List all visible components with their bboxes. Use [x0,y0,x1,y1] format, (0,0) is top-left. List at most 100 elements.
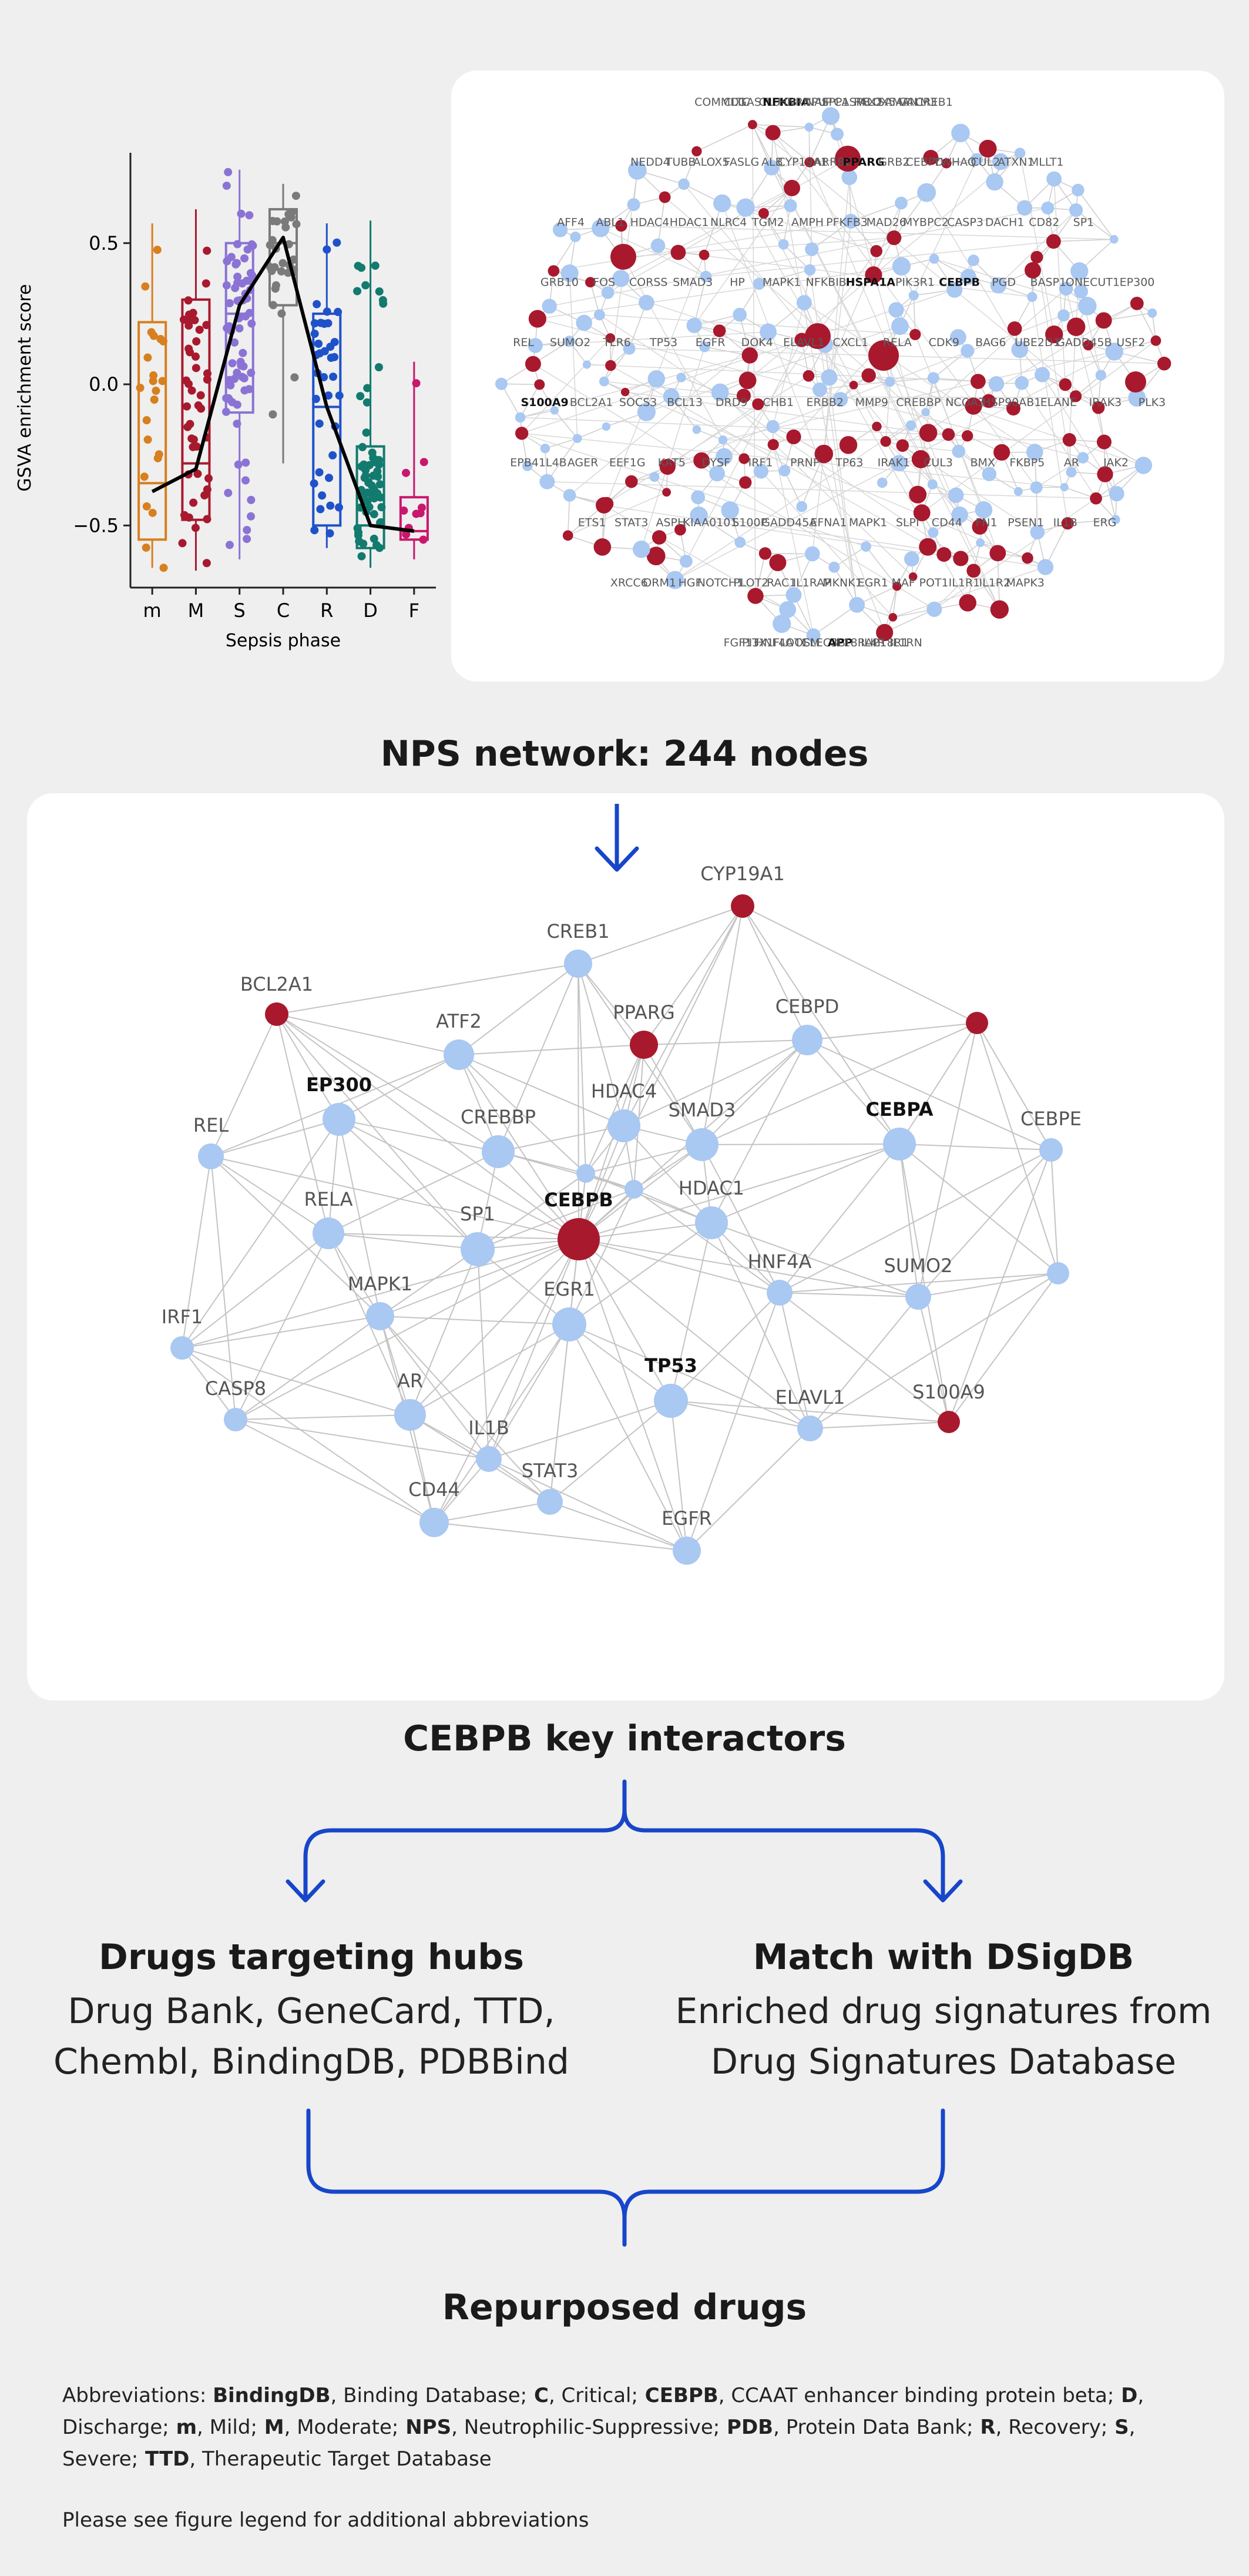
nps-node-label: USF2 [1116,336,1145,349]
nps-edge [1036,487,1038,532]
interactor-edge [477,1173,586,1250]
abbreviation-definition: , Severe; [62,2416,1136,2471]
interactor-edge [276,963,579,1015]
nps-node [1096,434,1112,450]
nps-edge [696,124,753,152]
nps-node [1061,517,1074,530]
nps-node [699,341,710,353]
interactor-edge [1050,1149,1059,1274]
boxplot-point [150,395,159,404]
interactor-node-creb1 [564,950,592,978]
interactor-edge [779,1273,1059,1293]
abbreviation-term: TTD [138,2447,190,2471]
nps-edge [547,481,1096,499]
nps-edge [629,302,647,349]
interactor-node-cebpe [1039,1138,1063,1162]
interactor-node-crebbp [482,1135,515,1168]
nps-node-label: XRCC6 [610,576,648,589]
nps-node [948,487,964,504]
dsigdb-line-2: Drug Signatures Database [710,2041,1177,2082]
nps-node [713,324,726,337]
nps-node [892,257,911,276]
nps-node-label: HDAC1 [670,216,709,229]
boxplot-point [370,510,378,519]
nps-node-label: DRD9 [716,396,748,409]
interactor-edge [578,963,579,1240]
boxplot-point [328,451,337,459]
nps-node-label: TLR6 [602,336,630,349]
boxplot-point [361,281,370,290]
nps-node [570,232,581,243]
nps-node-label: SOCS3 [619,396,657,409]
nps-edge [590,282,600,316]
nps-node [1125,371,1146,393]
interactor-node-hnf4a [767,1280,793,1306]
nps-node-label: CLEC3B [802,636,845,649]
interactor-node-rel [198,1143,224,1169]
nps-node [525,355,541,372]
nps-node-label: NFKBIA [763,96,810,109]
boxplot-point [310,329,319,338]
nps-node-label: AGER [568,456,599,469]
boxplot-point [290,373,299,382]
boxplot-point [278,259,287,267]
dsigdb-description: Enriched drug signatures from Drug Signa… [662,1986,1226,2087]
nps-node [691,146,702,157]
boxplot-box [312,312,342,527]
boxplot-point [353,287,362,296]
boxplot-point [281,223,290,232]
interactor-edge [458,1054,586,1174]
boxplot-point [310,526,319,535]
interactor-edge [569,1324,687,1551]
nps-node-label: IL18RAP [834,636,879,649]
nps-node-label: IL1R2 [979,576,1011,589]
nps-node-label: EGFR [696,336,726,349]
nps-edge [599,314,961,559]
nps-node [982,394,996,408]
boxplot-point [365,502,374,511]
interactor-edge [235,1239,579,1420]
nps-node-label: SAMAN1 [877,96,925,109]
nps-edge [921,340,1156,514]
interactor-label-ar: AR [397,1370,423,1392]
nps-node [585,277,596,288]
interactor-edge [210,1014,277,1157]
nps-node-label: STAT3 [615,516,648,529]
nps-node-label: GADD45B [1056,336,1112,349]
boxplot-point [239,362,248,371]
nps-node [946,281,963,298]
interactor-edge [711,1143,900,1223]
nps-node [540,444,550,454]
nps-node-label: PRNP [790,456,820,469]
nps-node-label: SP1 [1073,216,1094,229]
nps-edge [678,251,1032,298]
interactor-label-cebpa: CEBPA [865,1098,933,1121]
nps-node [1092,401,1105,414]
interactor-edge [380,1316,411,1416]
nps-node [962,430,973,442]
abbreviation-term: PDB [720,2416,774,2439]
nps-node-label: NFKBIB [806,276,847,289]
boxplot-ytick-label: 0.5 [89,232,119,254]
boxplot-box [399,496,429,541]
nps-node [975,501,993,519]
nps-node-label: BMX [970,456,995,469]
nps-node [1095,370,1106,381]
nps-node [1026,444,1043,461]
nps-node [522,461,533,471]
boxplot-point [315,468,324,477]
interactor-edge [779,1143,900,1293]
nps-node-label: MAPK1 [849,516,887,529]
nps-node-label: CORSS [629,276,668,289]
nps-node [1030,525,1045,540]
boxplot-point [374,363,383,372]
nps-node [917,183,936,202]
nps-node [736,198,755,217]
nps-edge [783,244,811,270]
nps-node [599,376,609,387]
nps-node [979,139,997,158]
nps-node [1072,183,1085,197]
boxplot-xtick-label: S [234,599,246,622]
nps-edge [554,410,578,439]
interactor-edge [434,1239,579,1523]
